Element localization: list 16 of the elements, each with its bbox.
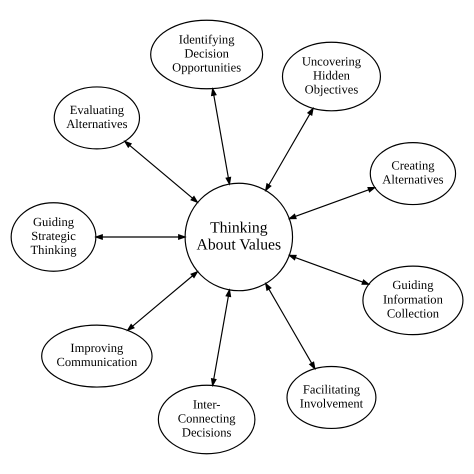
arrow [210,87,232,186]
node-ellipse: Inter-Connecting Decisions [158,384,256,454]
node-ellipse: Improving Communication [41,324,153,388]
arrow [210,288,232,388]
node-ellipse: Facilitating Involvement [286,366,376,430]
arrow [264,282,316,370]
node-ellipse: Creating Alternatives [370,142,456,206]
node-ellipse: Uncovering Hidden Objectives [282,42,382,112]
arrow [124,140,199,204]
arrow [94,234,187,240]
arrow [264,106,314,192]
arrow [288,186,376,220]
arrow [126,270,199,332]
arrow [288,254,370,285]
node-ellipse: Identifying Decision Opportunities [150,20,264,90]
node-ellipse: Guiding Strategic Thinking [10,202,96,272]
